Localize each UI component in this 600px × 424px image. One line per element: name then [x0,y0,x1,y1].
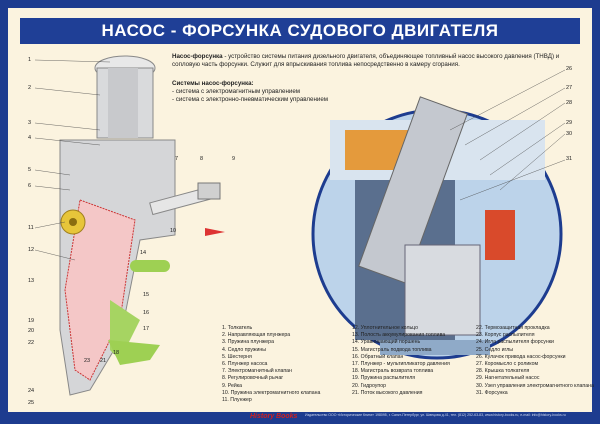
legend-item: 17. Плунжер - мультипликатор давления [352,361,450,368]
injector-cutaway-illustration [59,55,225,396]
callout: 2 [28,85,32,91]
legend-item: 16. Обратный клапан [352,353,404,360]
legend-item: 28. Крышка толкателя [476,368,530,375]
callout: 26 [566,66,573,72]
systems-heading: Системы насос-форсунка: [172,80,254,87]
callout: 7 [175,156,179,162]
callout: 25 [28,400,35,406]
legend-item: 1. Толкатель [222,325,253,331]
callout: 21 [100,358,107,364]
legend-item: 9. Рейка [222,382,243,389]
legend-item: 11. Плунжер [222,397,252,404]
callout: 6 [28,183,32,189]
callout: 8 [200,156,204,162]
legend-item: 22. Термозащитная прокладка [476,325,550,331]
legend-item: 7. Электромагнитный клапан [222,368,292,375]
engine-section-detail [311,96,563,360]
callout: 5 [28,167,32,173]
callout: 27 [566,85,573,91]
publisher-info: Издательство ООО «Исторические Книги» 19… [305,413,566,417]
legend-item: 5. Шестерня [222,353,252,360]
legend-item: 27. Коромысло с роликом [476,361,539,368]
callout: 28 [566,100,573,106]
callout: 23 [84,358,91,364]
legend-item: 4. Седло пружины [222,346,266,353]
callout: 11 [28,225,34,231]
callout: 24 [28,388,35,394]
legend-item: 12. Уплотнительное кольцо [352,325,418,331]
callout: 31 [566,156,573,162]
legend-item: 6. Плунжер насоса [222,361,268,368]
callout: 17 [143,326,150,332]
callout: 3 [28,120,32,126]
publisher-logo: History Books [250,413,298,420]
callout: 18 [113,350,120,356]
description: Насос-форсунка - устройство системы пита… [172,53,562,69]
callout: 16 [143,310,150,316]
legend-item: 14. Уравнивающий поршень [352,339,421,346]
description-term: Насос-форсунка [172,53,223,60]
legend-item: 10. Пружина электромагнитного клапана [222,389,321,396]
legend-item: 20. Гидроупор [352,382,386,389]
description-text: - устройство системы питания дизельного … [172,53,560,68]
systems-list: Системы насос-форсунка: - система с элек… [172,80,328,104]
legend-item: 21. Поток высокого давления [352,389,423,396]
callout: 20 [28,328,35,334]
poster-title: НАСОС - ФОРСУНКА СУДОВОГО ДВИГАТЕЛЯ [20,18,580,44]
callout: 29 [566,120,573,126]
callout: 30 [566,131,573,137]
callout: 22 [28,340,35,346]
legend-item: 3. Пружина плунжера [222,339,274,346]
callout: 14 [140,250,147,256]
legend-item: 30. Узел управления электромагнитного кл… [476,382,594,389]
legend-item: 31. Форсунка [476,389,508,396]
callout: 1 [28,57,32,63]
callout: 12 [28,247,35,253]
legend-item: 23. Корпус распылителя [476,332,535,339]
legend-item: 26. Кулачок привода насос-форсунки [476,353,566,360]
legend-item: 15. Магистраль подвода топлива [352,346,432,353]
legend-item: 8. Регулировочный рычаг [222,375,284,382]
legend-item: 24. Игла распылителя форсунки [476,339,554,346]
legend-item: 29. Нагнетательный насос [476,375,540,382]
callout: 15 [143,292,150,298]
callout: 13 [28,278,35,284]
legend-item: 13. Полость аккумулирования топлива [352,332,446,339]
legend-item: 18. Магистраль возврата топлива [352,368,434,375]
legend-item: 25. Седло иглы [476,346,514,353]
callout: 10 [170,228,177,234]
callout: 19 [28,318,35,324]
systems-item: - система с электромагнитным управлением [172,88,301,95]
legend-item: 19. Пружина распылителя [352,375,416,382]
legend-item: 2. Направляющая плунжера [222,332,291,339]
systems-item: - система с электронно-пневматическим уп… [172,96,329,103]
callout: 4 [28,135,32,141]
callout: 9 [232,156,236,162]
